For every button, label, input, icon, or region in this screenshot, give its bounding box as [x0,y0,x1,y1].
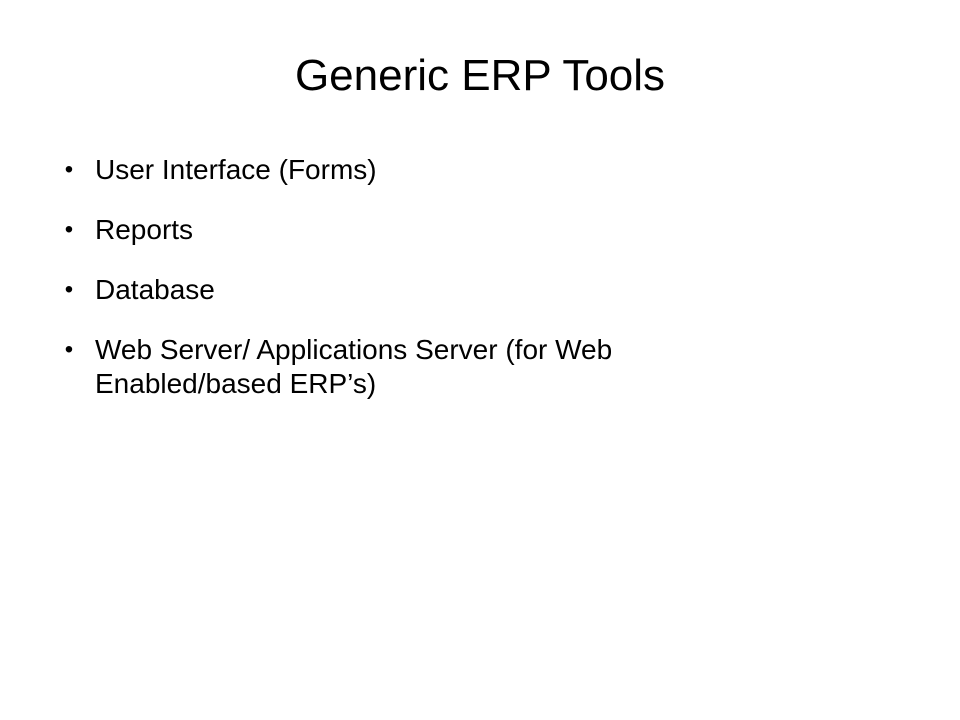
bullet-text: Web Server/ Applications Server (for Web… [95,333,859,401]
bullet-dot-icon: • [64,156,74,183]
slide-title: Generic ERP Tools [294,51,666,100]
bullet-text: Database [95,273,859,307]
bullet-line: Database [95,274,215,305]
bullet-text: Reports [95,213,859,247]
bullet-list: • User Interface (Forms) • Reports • Dat… [59,153,859,427]
bullet-line: Enabled/based ERP’s) [95,368,377,399]
bullet-dot-icon: • [64,276,74,303]
bullet-dot-icon: • [64,336,74,363]
bullet-text: User Interface (Forms) [95,153,859,187]
bullet-line: Web Server/ Applications Server (for Web [95,334,613,365]
bullet-line: Reports [95,214,194,245]
bullet-item-database: • Database [59,273,859,307]
bullet-dot-icon: • [64,216,74,243]
bullet-item-user-interface: • User Interface (Forms) [59,153,859,187]
bullet-item-web-server: • Web Server/ Applications Server (for W… [59,333,859,401]
bullet-item-reports: • Reports [59,213,859,247]
bullet-line: User Interface (Forms) [95,154,377,185]
